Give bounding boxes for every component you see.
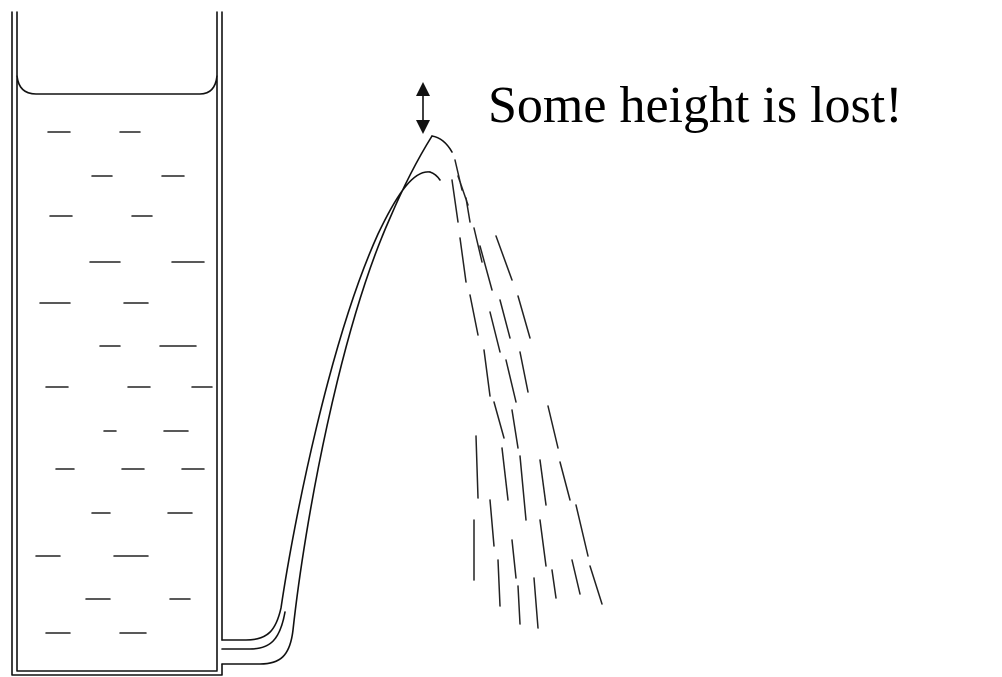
- tank-outer-wall: [11, 11, 223, 676]
- spray-streak: [495, 235, 513, 281]
- tube-outer-wall: [221, 135, 433, 665]
- spray-streak: [571, 559, 581, 595]
- spray-streak: [497, 559, 501, 607]
- spray-streak: [457, 175, 469, 206]
- spray-streak: [511, 409, 519, 449]
- water-tank: [11, 11, 223, 676]
- spray-streak: [505, 359, 517, 403]
- spray-streak: [519, 455, 527, 521]
- tube-tip-lower: [429, 171, 441, 181]
- spray-streak: [469, 294, 479, 336]
- spray-streak: [589, 565, 603, 605]
- spray-streak: [483, 349, 491, 397]
- spray-streak: [539, 459, 547, 506]
- water-body: [35, 131, 213, 634]
- spray-streak: [475, 435, 479, 499]
- spray-streak: [459, 237, 467, 283]
- spray-streak: [517, 295, 531, 339]
- water-surface: [16, 75, 218, 95]
- spray-streak: [539, 519, 547, 567]
- spray-streak: [479, 245, 493, 291]
- height-lost-caption: Some height is lost!: [488, 77, 903, 134]
- spray-streak: [559, 461, 571, 501]
- tube-inner-wall: [221, 171, 431, 641]
- spray-streak: [511, 539, 517, 579]
- spray-streak: [489, 311, 501, 353]
- spray-streak: [473, 227, 483, 263]
- spray-streak: [551, 569, 557, 599]
- tube-outer-lower: [221, 611, 286, 650]
- spray-streak: [533, 577, 539, 629]
- spray-streak: [575, 504, 589, 557]
- spray-streak: [499, 299, 511, 339]
- spray-streak: [519, 351, 529, 393]
- spray-streak: [501, 447, 509, 501]
- tank-inner-left-wall: [16, 11, 218, 672]
- up-down-arrow-icon: [416, 82, 430, 134]
- spray-streak: [517, 585, 521, 625]
- tube-tip-upper: [431, 135, 453, 153]
- spray-streak: [451, 179, 459, 223]
- spray-streak: [493, 401, 505, 439]
- outlet-tube: [221, 135, 453, 665]
- spray-streak: [547, 405, 559, 449]
- spray-streak: [489, 499, 495, 547]
- water-spray: [451, 159, 603, 629]
